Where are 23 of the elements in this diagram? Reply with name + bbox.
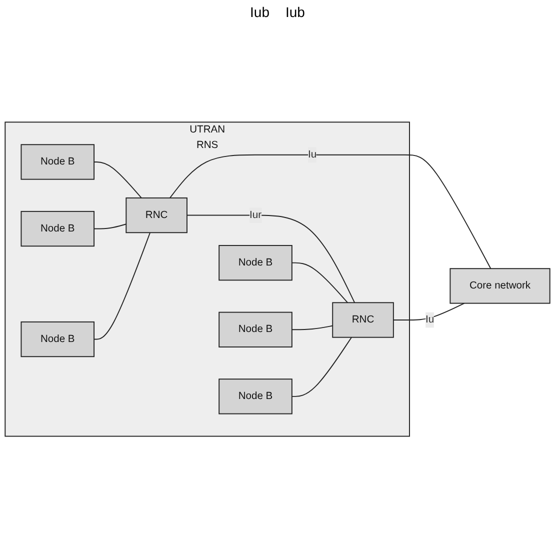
node-box: Node B xyxy=(20,321,95,357)
node-box: Node B xyxy=(218,244,292,280)
connector xyxy=(291,336,352,397)
connector xyxy=(94,232,151,340)
connector xyxy=(94,161,142,198)
edge-label: Iu xyxy=(308,148,317,160)
node-box: Node B xyxy=(218,378,292,414)
edge-label: Iu xyxy=(426,314,434,325)
connector xyxy=(291,262,348,303)
connector xyxy=(186,214,356,303)
node-box: Core network xyxy=(450,268,550,304)
node-box: Node B xyxy=(218,312,292,348)
connector xyxy=(291,325,334,330)
node-box: Node B xyxy=(20,210,95,246)
connector xyxy=(94,223,127,230)
interface-label: Iub xyxy=(286,4,305,20)
edge-label: Iur xyxy=(250,209,262,220)
node-box: RNC xyxy=(332,302,394,338)
connector xyxy=(392,302,465,320)
node-box: Node B xyxy=(20,144,95,180)
connector xyxy=(169,154,492,269)
interface-label: Iub xyxy=(250,4,270,20)
node-box: RNC xyxy=(126,197,188,233)
